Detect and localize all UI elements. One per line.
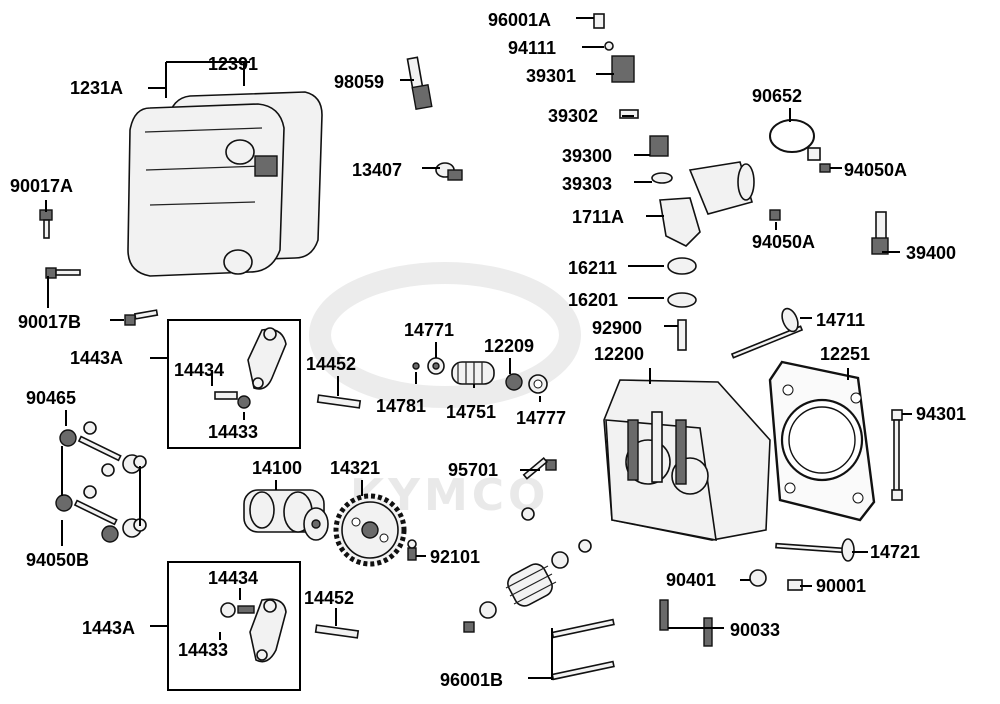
label-39302: 39302 [548,106,598,126]
injector-assembly [593,13,673,184]
label-92101: 92101 [430,547,480,567]
label-12209: 12209 [484,336,534,356]
exhaust-valve [775,538,855,562]
o2-sensor [871,211,889,255]
kymco-watermark-logo: KYMCO [309,262,581,521]
bolt-short-90017b [124,309,159,326]
spark-plug [406,56,433,111]
intake-valve [730,307,804,359]
stud-bolt [891,409,903,501]
label-95701: 95701 [448,460,498,480]
dowel-pins [659,599,713,647]
label-94050a-upper: 94050A [844,160,907,180]
label-14452-upper: 14452 [306,354,356,374]
label-96001b: 96001B [440,670,503,690]
label-13407: 13407 [352,160,402,180]
label-39301: 39301 [526,66,576,86]
cylinder-head [603,379,771,541]
label-90401: 90401 [666,570,716,590]
label-14711: 14711 [816,310,865,330]
label-1443a-lower: 1443A [82,618,135,638]
label-14452-lower: 14452 [304,588,354,608]
label-39303: 39303 [562,174,612,194]
washer-90401 [749,569,767,587]
label-90652: 90652 [752,86,802,106]
bolt-90017b [45,267,81,279]
label-90017b: 90017B [18,312,81,332]
rocker-arm-upper [214,327,287,409]
label-90001: 90001 [816,576,866,596]
cylinder-head-gasket [768,360,876,522]
label-12391: 12391 [208,54,258,74]
label-14781: 14781 [376,396,426,416]
cam-sprocket [333,493,407,567]
label-14433-lower: 14433 [178,640,228,660]
label-14433-upper: 14433 [208,422,258,442]
label-92900: 92900 [592,318,642,338]
label-14321: 14321 [330,458,380,478]
rocker-arm-lower [220,598,287,663]
intake-clamp [769,119,831,173]
sprocket-bolt [407,539,417,561]
label-14771: 14771 [404,320,454,340]
label-94111: 94111 [508,38,556,58]
label-1443a-upper: 1443A [70,348,123,368]
label-96001a: 96001A [488,10,551,30]
label-12251: 12251 [820,344,870,364]
rocker-arm-group-upper-frame [167,319,301,449]
label-98059: 98059 [334,72,384,92]
temperature-sensor [435,162,463,181]
rocker-shaft-upper [316,394,362,409]
label-39300: 39300 [562,146,612,166]
intake-manifold [659,161,755,247]
valve-spring-upper [412,357,548,394]
part-labels: 96001A 94111 39301 39302 39300 39303 171… [10,10,966,690]
bolt-90001 [787,579,803,591]
rocker-shaft-lower [314,624,360,639]
label-90017a: 90017A [10,176,73,196]
camshaft [243,489,329,541]
label-94050b: 94050B [26,550,89,570]
label-94301: 94301 [916,404,966,424]
label-16211: 16211 [568,258,617,278]
label-14721: 14721 [870,542,920,562]
washer-bolt-set [55,421,147,543]
label-94050a-lower: 94050A [752,232,815,252]
label-1231a: 1231A [70,78,123,98]
label-16201: 16201 [568,290,618,310]
label-14100: 14100 [252,458,302,478]
label-14434-lower: 14434 [208,568,258,588]
label-1711a: 1711A [572,207,624,227]
label-12200: 12200 [594,344,644,364]
valve-spring-lower [463,539,592,633]
long-stud-bolts [551,618,615,681]
label-90033: 90033 [730,620,780,640]
label-90465: 90465 [26,388,76,408]
bolt-90017a [39,209,53,239]
label-14751: 14751 [446,402,496,422]
cylinder-head-cover [127,91,323,277]
label-14777: 14777 [516,408,566,428]
label-39400: 39400 [906,243,956,263]
label-14434-upper: 14434 [174,360,224,380]
nut-94050a [769,209,781,221]
insulator-gaskets [667,257,697,351]
leader-lines [45,17,912,680]
